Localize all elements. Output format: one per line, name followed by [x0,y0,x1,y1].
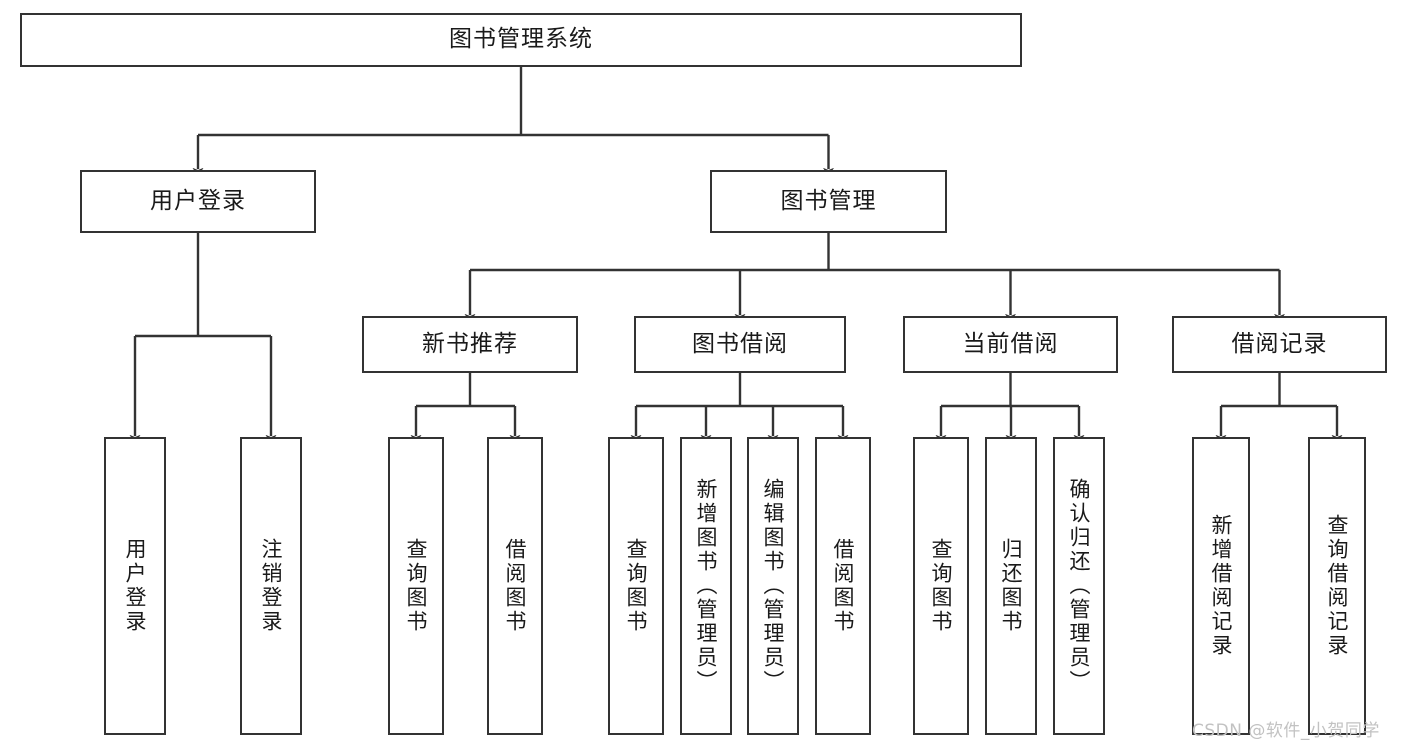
node-label: 当前借阅 [962,330,1059,357]
node-label: 借阅图书 [831,538,856,634]
node-r_query[interactable]: 查询借阅记录 [1308,437,1366,735]
node-label: 图书管理 [780,187,877,214]
node-label: 确认归还（管理员） [1067,478,1092,694]
node-label: 图书借阅 [692,330,788,357]
node-label: 编辑图书（管理员） [761,478,786,694]
node-c_confirm[interactable]: 确认归还（管理员） [1053,437,1105,735]
node-n_borrow[interactable]: 借阅图书 [487,437,543,735]
node-b_lend[interactable]: 借阅图书 [815,437,871,735]
node-label: 新增图书（管理员） [694,478,719,694]
node-r_add[interactable]: 新增借阅记录 [1192,437,1250,735]
node-record[interactable]: 借阅记录 [1172,316,1387,373]
node-label: 新书推荐 [422,330,518,357]
node-label: 查询图书 [929,538,954,634]
node-l_logout[interactable]: 注销登录 [240,437,302,735]
node-bookmgmt[interactable]: 图书管理 [710,170,947,233]
node-label: 图书管理系统 [449,26,593,53]
node-label: 查询图书 [624,538,649,634]
node-label: 借阅记录 [1231,330,1328,357]
node-label: 借阅图书 [503,538,528,634]
node-b_query[interactable]: 查询图书 [608,437,664,735]
node-label: 注销登录 [259,538,284,634]
node-login[interactable]: 用户登录 [80,170,316,233]
node-n_query[interactable]: 查询图书 [388,437,444,735]
node-label: 用户登录 [123,538,148,634]
node-newbook[interactable]: 新书推荐 [362,316,578,373]
node-label: 新增借阅记录 [1209,514,1234,658]
node-root[interactable]: 图书管理系统 [20,13,1022,67]
node-label: 查询图书 [404,538,429,634]
node-c_return[interactable]: 归还图书 [985,437,1037,735]
node-b_add[interactable]: 新增图书（管理员） [680,437,732,735]
node-l_login[interactable]: 用户登录 [104,437,166,735]
node-label: 用户登录 [150,187,246,214]
node-label: 查询借阅记录 [1325,514,1350,658]
node-b_edit[interactable]: 编辑图书（管理员） [747,437,799,735]
node-current[interactable]: 当前借阅 [903,316,1118,373]
node-c_query[interactable]: 查询图书 [913,437,969,735]
node-borrow[interactable]: 图书借阅 [634,316,846,373]
node-label: 归还图书 [999,538,1024,634]
